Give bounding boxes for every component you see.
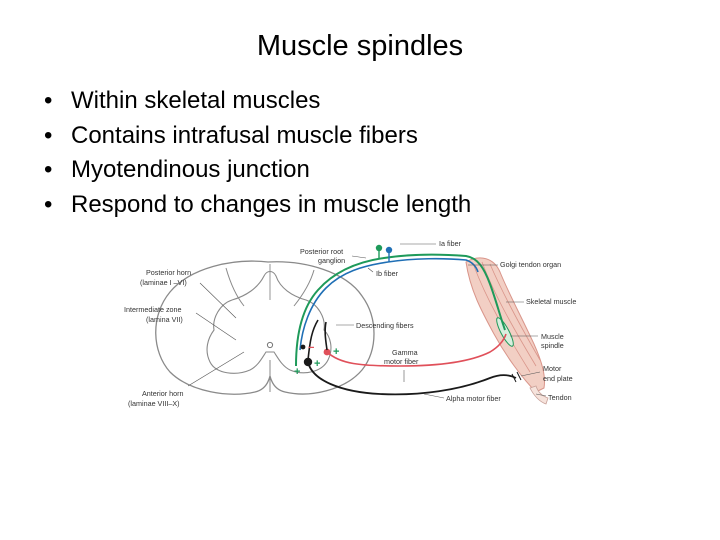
slide-title: Muscle spindles [256,30,464,62]
label-gamma-motor-fiber: motor fiber [384,357,419,366]
muscle-stripe [489,263,541,361]
tendon-drawing [529,385,549,405]
label-muscle-spindle: spindle [541,341,564,350]
muscle-stripe [473,265,531,373]
label-ib-fiber: Ib fiber [376,269,399,278]
central-canal [266,341,274,349]
gray-matter [206,270,332,374]
descending-fiber [307,319,319,361]
interneuron [300,344,306,350]
bullet-item: Contains intrafusal muscle fibers [44,119,471,154]
ia-fiber-path [295,253,506,367]
gamma-motor-neuron [323,348,331,356]
label-motor-end-plate: end plate [543,374,573,383]
label-posterior-root-ganglion: ganglion [318,256,345,265]
alpha-motor-fiber-path [307,361,517,396]
label-posterior-root-ganglion: Posterior root [300,247,343,256]
bullet-item: Respond to changes in muscle length [44,188,471,223]
label-ia-fiber: Ia fiber [439,239,462,248]
gamma-motor-fiber-path [326,333,507,367]
spinal-cord-outline [155,260,375,395]
label-descending-fibers: Descending fibers [356,321,414,330]
label-muscle-spindle: Muscle [541,332,564,341]
ib-fiber-path [299,257,479,351]
label-anterior-horn: (laminae VIII–X) [128,399,180,408]
alpha-motor-neuron [303,357,313,367]
label-alpha-motor-fiber: Alpha motor fiber [446,394,501,403]
label-intermediate-zone: (lamina VII) [146,315,183,324]
posterior-horn-right [293,269,315,307]
plus-sign: + [314,358,320,370]
ib-ganglion-cell [385,246,393,254]
descending-fiber [324,321,328,351]
plus-sign: + [294,366,300,378]
bullet-item: Myotendinous junction [44,153,471,188]
bullet-list: Within skeletal muscles Contains intrafu… [44,84,471,222]
label-tendon: Tendon [548,393,572,402]
minus-sign: − [308,342,314,354]
label-anterior-horn: Anterior horn [142,389,184,398]
label-motor-end-plate: Motor [543,364,562,373]
label-intermediate-zone: Intermediate zone [124,305,182,314]
skeletal-muscle-drawing [465,257,549,405]
label-posterior-horn: Posterior horn [146,268,191,277]
posterior-horn-left [225,267,245,307]
muscle-stripe [481,261,537,367]
ia-ganglion-cell [375,244,383,252]
label-posterior-horn: (laminae I –VI) [140,278,187,287]
plus-sign: + [333,346,339,358]
label-skeletal-muscle: Skeletal muscle [526,297,576,306]
label-golgi-tendon-organ: Golgi tendon organ [500,260,561,269]
bullet-item: Within skeletal muscles [44,84,471,119]
muscle-spindle-drawing [496,317,514,347]
motor-end-plate-drawing [511,371,522,383]
leader-lines [187,243,547,399]
spinal-cord-section [155,260,375,395]
label-gamma-motor-fiber: Gamma [392,348,418,357]
